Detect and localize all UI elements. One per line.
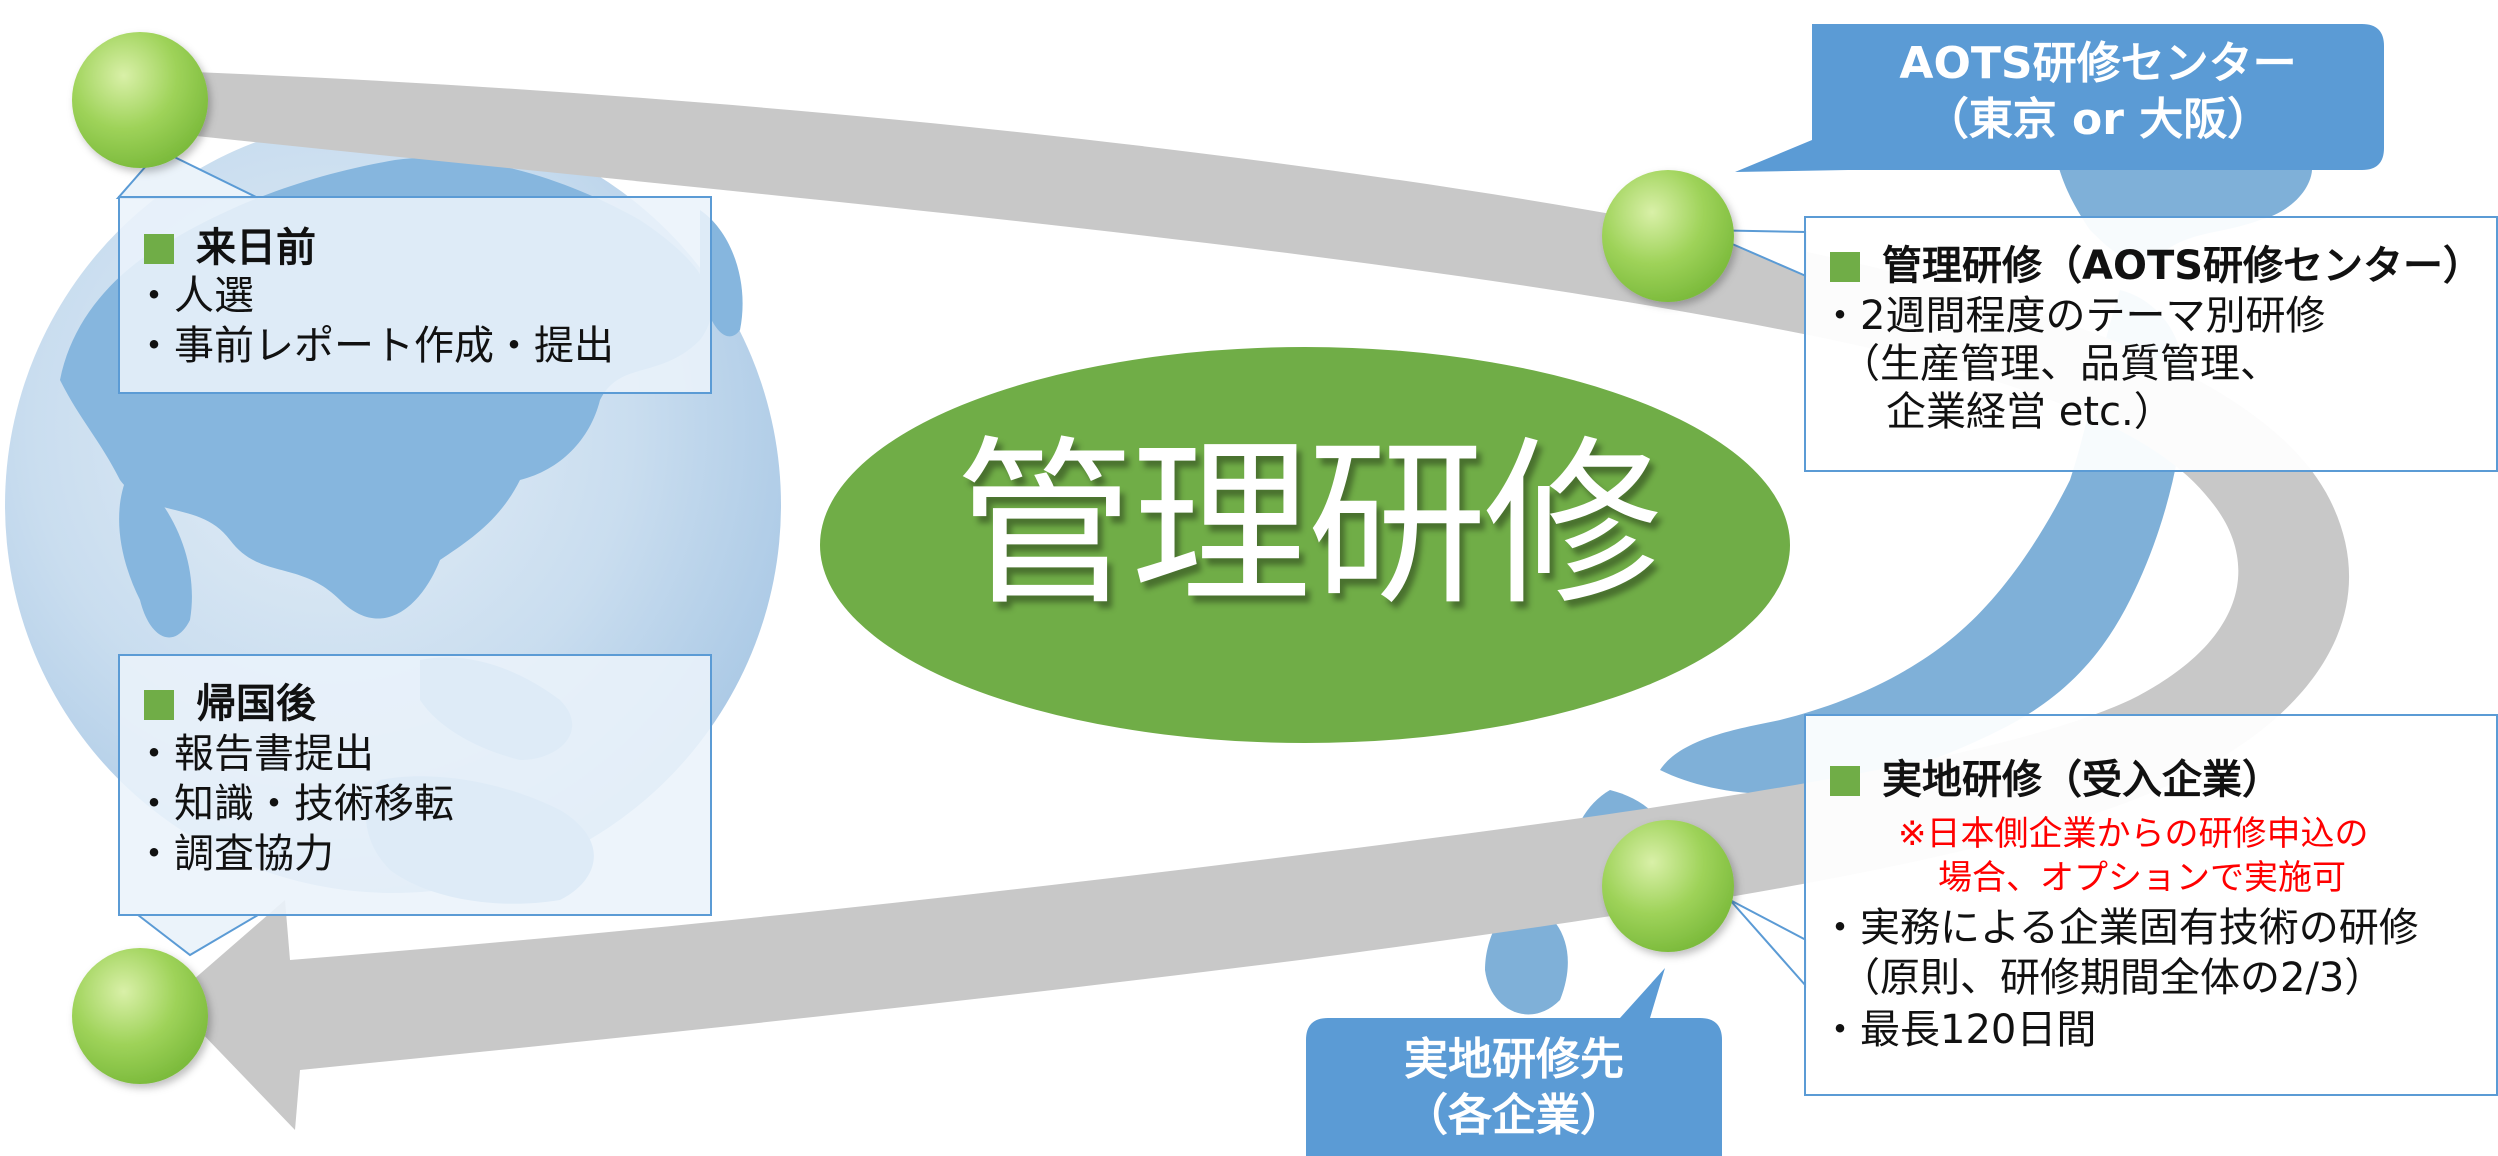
box-onsite-item: ・実務による企業固有技術の研修 (1820, 905, 2419, 951)
cycle-arrow (140, 70, 2350, 1130)
green-square-icon (144, 690, 174, 720)
box-after-item: ・知識・技術移転 (134, 781, 454, 827)
green-square-icon (144, 234, 174, 264)
box-mgmt-heading: 管理研修（AOTS研修センター） (1882, 243, 2484, 289)
callout-company-line1: 実地研修先 (1404, 1034, 1624, 1085)
box-after-item: ・調査協力 (134, 831, 334, 877)
callout-center-bubble (1735, 24, 2384, 172)
box-before-heading: 来日前 (196, 225, 316, 271)
box-after-item: ・報告書提出 (134, 731, 374, 777)
box-after-heading: 帰国後 (196, 681, 316, 727)
box-mgmt-item: 企業経営 etc.） (1886, 389, 2174, 435)
stage-dot-mgmt (1602, 170, 1734, 302)
box-before-item: ・事前レポート作成・提出 (134, 323, 614, 369)
box-before-item: ・人選 (134, 273, 254, 319)
callout-center: AOTS研修センター （東京 or 大阪） (1812, 38, 2384, 158)
callout-center-line1: AOTS研修センター (1899, 38, 2297, 89)
callout-company: 実地研修先 （各企業） (1306, 1034, 1722, 1152)
box-onsite-training: 実地研修（受入企業） ※日本側企業からの研修申込の 場合、オプションで実施可 ・… (1804, 714, 2498, 1096)
green-square-icon (1830, 252, 1860, 282)
box-before-arrival: 来日前 ・人選 ・事前レポート作成・提出 (118, 196, 712, 394)
callout-center-line2: （東京 or 大阪） (1924, 94, 2272, 145)
box-onsite-heading: 実地研修（受入企業） (1882, 757, 2282, 803)
box-after-return: 帰国後 ・報告書提出 ・知識・技術移転 ・調査協力 (118, 654, 712, 916)
center-title: 管理研修 (954, 421, 1663, 630)
box-mgmt-item: （生産管理、品質管理、 (1840, 341, 2280, 387)
box-onsite-note: 場合、オプションで実施可 (1938, 858, 2346, 898)
center-ellipse (820, 347, 1790, 743)
box-management-training: 管理研修（AOTS研修センター） ・2週間程度のテーマ別研修 （生産管理、品質管… (1804, 216, 2498, 472)
stage-dot-before (72, 32, 208, 168)
box-mgmt-item: ・2週間程度のテーマ別研修 (1820, 293, 2326, 339)
green-square-icon (1830, 766, 1860, 796)
stage-dot-onsite (1602, 820, 1734, 952)
stage-dot-after (72, 948, 208, 1084)
box-onsite-item: ・最長120日間 (1820, 1007, 2097, 1053)
box-onsite-item: （原則、研修期間全体の2/3） (1840, 955, 2385, 1001)
pointer-onsite (1729, 899, 1807, 989)
callout-company-line2: （各企業） (1404, 1090, 1624, 1141)
callout-company-bubble (1306, 968, 1722, 1156)
box-onsite-note: ※日本側企業からの研修申込の (1898, 814, 2369, 854)
